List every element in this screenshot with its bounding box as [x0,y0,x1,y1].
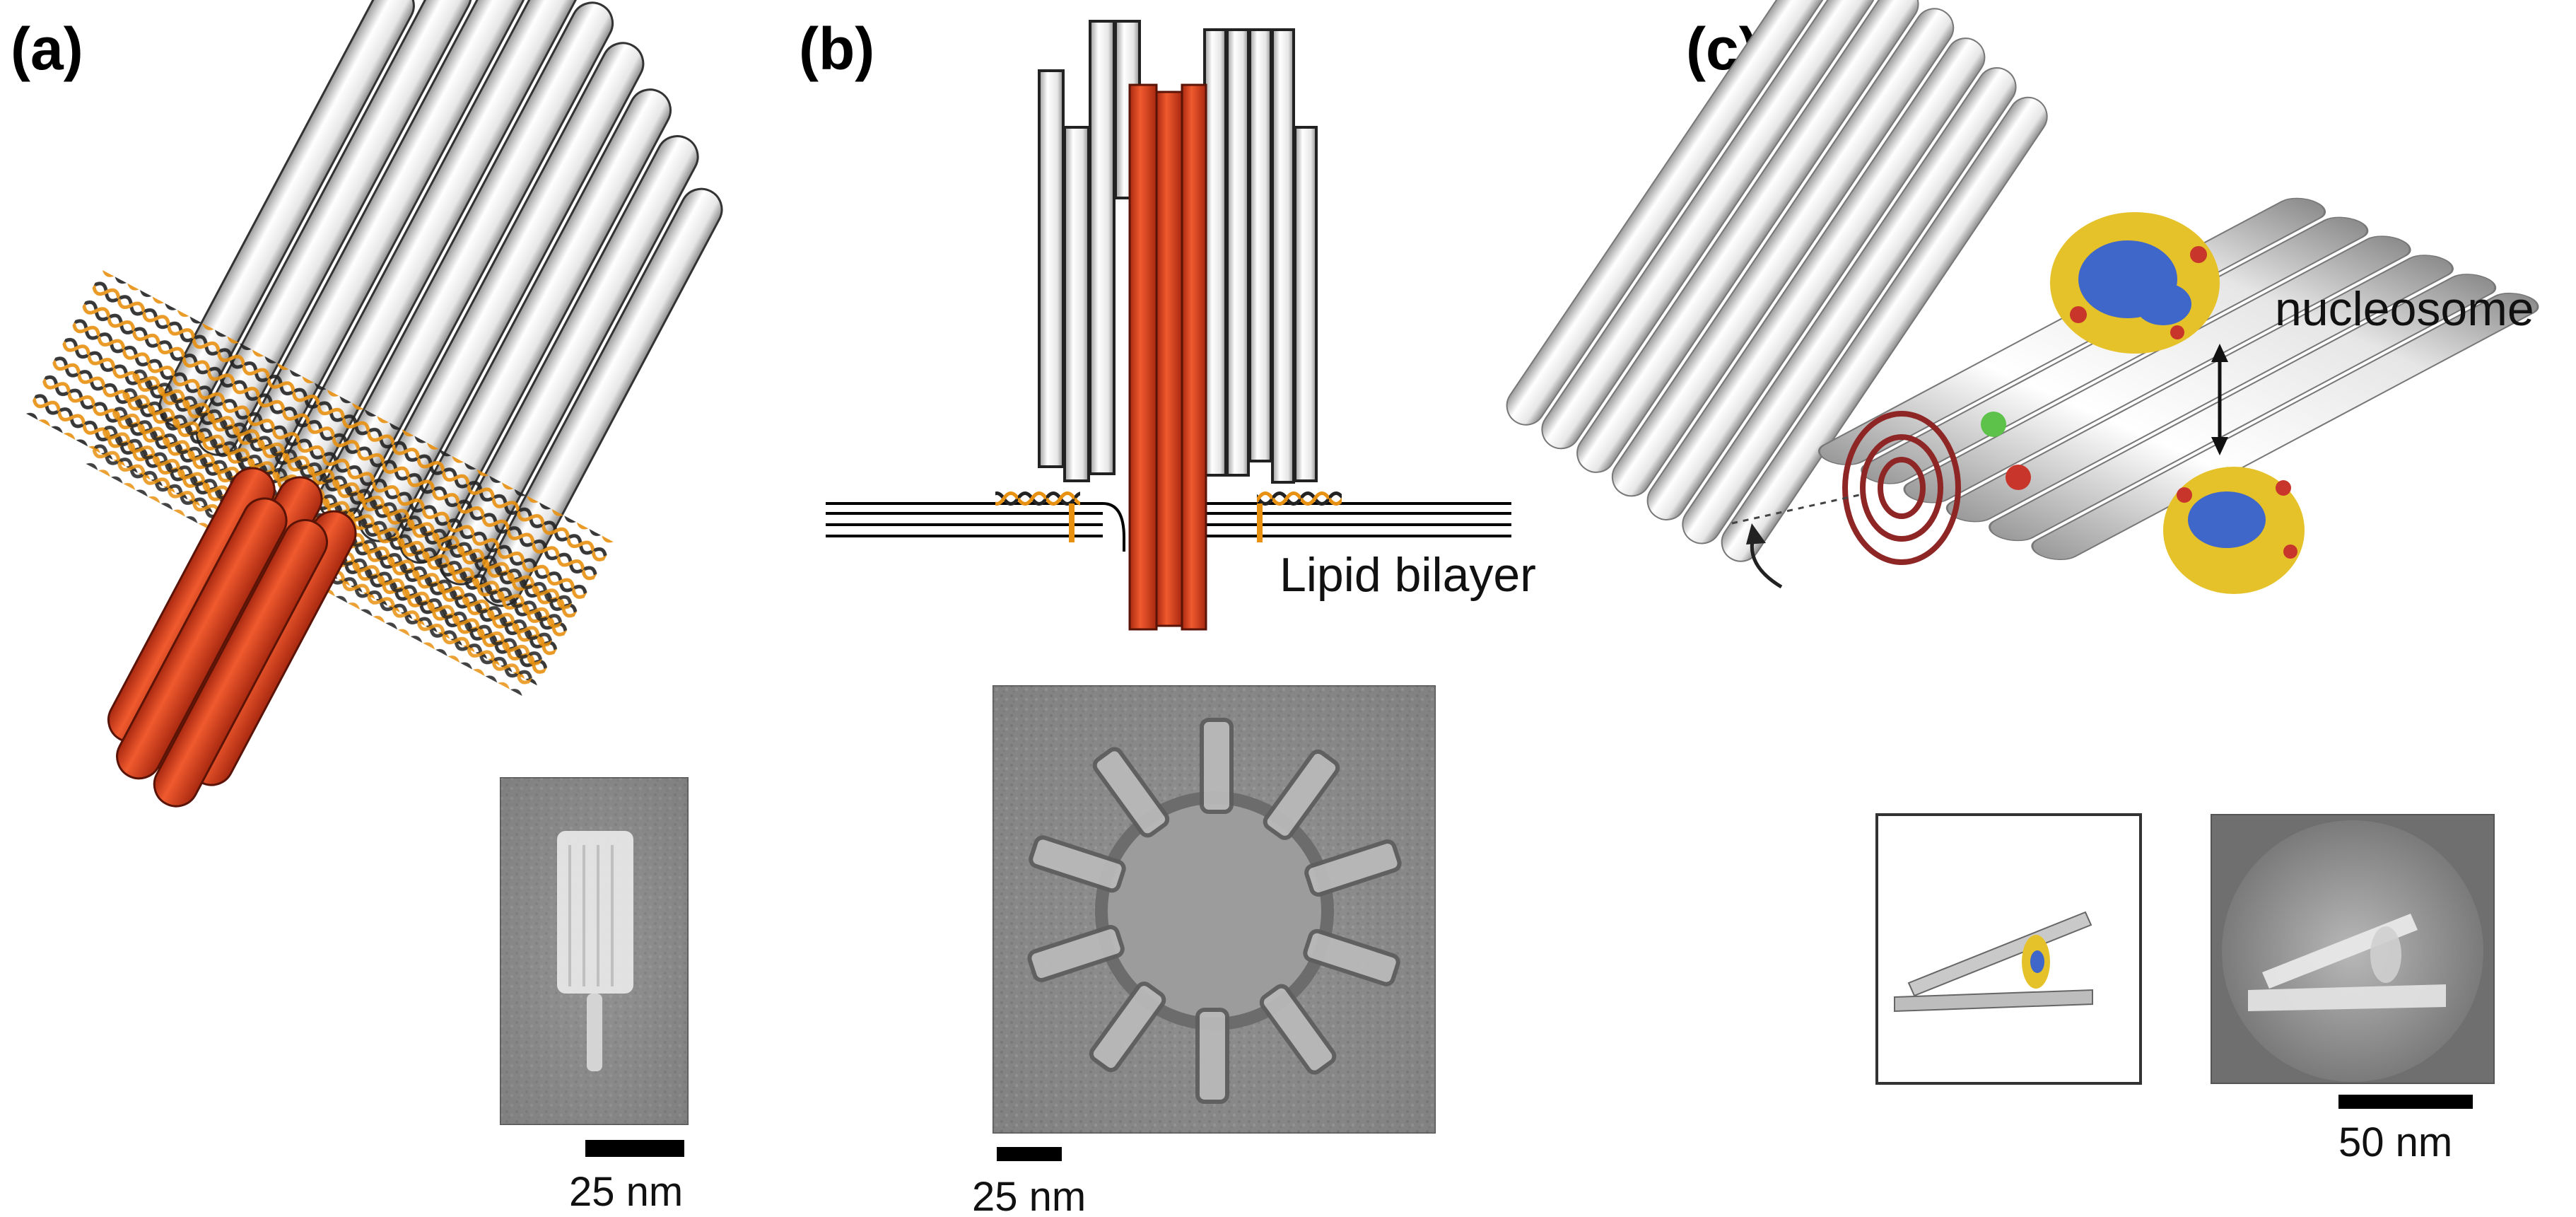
panel-a-scale-bar: 25 nm [569,1140,684,1215]
panel-a-red-rods [107,467,357,808]
panel-b-dna-left [995,484,1080,506]
panel-c-red-marker [2006,465,2031,490]
panel-b-dna-right [1257,484,1342,506]
panel-c-model-inset [1875,813,2142,1085]
nucleosome-label: nucleosome [2275,282,2534,336]
panel-b-scale-bar: 25 nm [972,1147,1086,1217]
panel-b-channel-rods [1038,20,1318,484]
panel-c-distance-arrow [2211,344,2228,455]
panel-b-anchor-left [1069,503,1075,542]
panel-a-origami-bundle [25,0,723,808]
panel-b-red-core [1128,83,1207,631]
panel-b-scale-label: 25 nm [972,1174,1086,1217]
panel-a-label: (a) [11,16,83,82]
panel-a-em-micrograph [500,777,689,1125]
panel-c-scale-bar: 50 nm [2338,1095,2473,1165]
panel-c-green-marker [1981,412,2006,437]
panel-b: (b) [799,16,1536,1217]
panel-b-em-micrograph [993,685,1436,1134]
nucleosome-lower [2163,467,2305,594]
panel-c: (c) [1506,0,2539,1165]
panel-c-scale-label: 50 nm [2338,1119,2452,1165]
panel-c-upper-arm [1506,0,2048,562]
panel-b-label: (b) [799,16,874,82]
lipid-bilayer [826,502,1511,552]
panel-c-em-class-average [2211,814,2495,1084]
lipid-bilayer-label: Lipid bilayer [1280,548,1536,602]
nucleosome-upper [2050,212,2220,354]
panel-a-scale-label: 25 nm [569,1169,683,1215]
panel-a: (a) [11,0,723,1215]
panel-c-hinge-spring [1842,411,1961,565]
panel-b-anchor-right [1257,503,1263,542]
